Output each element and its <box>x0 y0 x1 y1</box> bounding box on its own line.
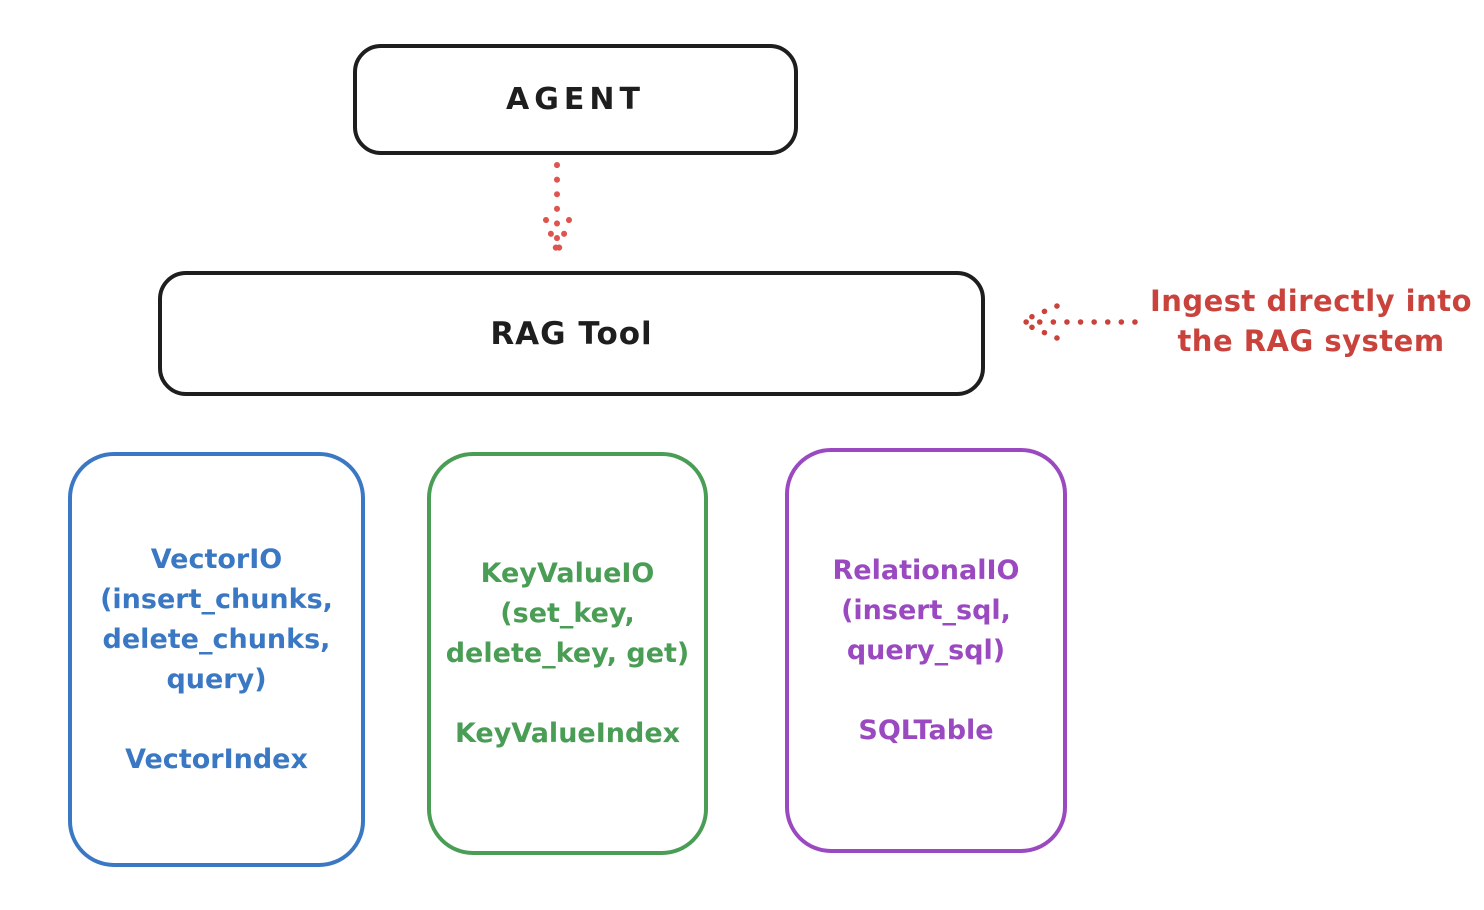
rag-tool-node-label: RAG Tool <box>490 315 653 352</box>
keyvalue-io-method-line: delete_key, get) <box>445 637 690 669</box>
relational-io-method-line: query_sql) <box>846 634 1006 666</box>
vector-index-label: VectorIndex <box>125 743 308 775</box>
ingest-annotation-line2: the RAG system <box>1177 324 1445 358</box>
vector-io-method-line: delete_chunks, <box>102 623 331 655</box>
keyvalue-io-title: KeyValueIO <box>480 557 655 589</box>
agent-node: AGENT <box>353 44 798 155</box>
relational-io-method-line: (insert_sql, <box>841 594 1011 626</box>
agent-node-label: AGENT <box>506 82 645 117</box>
vector-io-method-line: (insert_chunks, <box>100 583 333 615</box>
vector-io-box: VectorIO (insert_chunks, delete_chunks, … <box>68 452 365 867</box>
sql-table-label: SQLTable <box>858 714 994 746</box>
rag-tool-node: RAG Tool <box>158 271 985 396</box>
dotted-arrow-down-icon <box>543 162 572 254</box>
keyvalue-io-method-line: (set_key, <box>500 597 635 629</box>
keyvalue-io-box: KeyValueIO (set_key, delete_key, get) Ke… <box>427 452 708 855</box>
ingest-annotation-line1: Ingest directly into <box>1149 284 1473 318</box>
vector-io-title: VectorIO <box>150 543 283 575</box>
ingest-annotation: Ingest directly into the RAG system <box>1125 281 1484 361</box>
dotted-arrow-left-icon <box>1019 303 1138 341</box>
keyvalue-index-label: KeyValueIndex <box>454 717 681 749</box>
relational-io-title: RelationalIO <box>832 554 1020 586</box>
relational-io-box: RelationalIO (insert_sql, query_sql) SQL… <box>785 448 1067 853</box>
vector-io-method-line: query) <box>166 663 267 695</box>
